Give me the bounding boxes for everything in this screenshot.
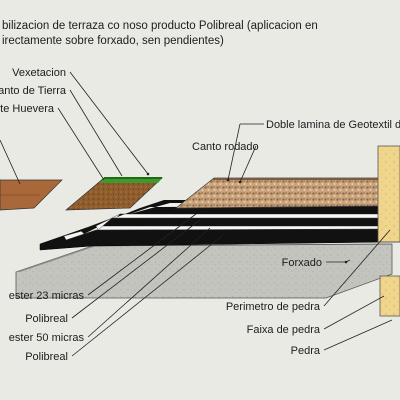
title-line-1: bilizacion de terraza co noso producto P… [2,20,318,32]
leader-poliester-50 [87,227,211,338]
label-doble-lamina: Doble lamina de Geotextil de [266,119,400,131]
leader-vexetacion [69,71,149,175]
label-forxado: Forxado [282,257,322,269]
gravel-layer [174,177,381,209]
label-polibreal-1: Polibreal [25,313,68,325]
leader-pedra [323,319,393,351]
label-perimetro-pedra: Perimetro de pedra [226,301,321,313]
leader-polibreal-1 [71,219,201,319]
label-canto-rodado: Canto rodado [192,141,259,153]
label-pedra: Pedra [291,345,321,357]
vegetation-edge [104,177,162,179]
stone-perimeter [377,145,400,243]
leader-manto-huevera [57,107,105,181]
gravel-top-edge [212,178,380,180]
label-faixa-pedra: Faixa de pedra [247,324,321,336]
leader-poliester-23 [87,213,197,296]
leader-canto-rodado [239,145,257,183]
stone-base [379,275,400,317]
leader-doble-lamina-2 [227,123,241,181]
leader-faixa-pedra [323,295,385,330]
label-polibreal-2: Polibreal [25,351,68,363]
leader-perimetro-pedra [323,229,391,307]
label-poliester-50: ester 50 micras [9,332,85,344]
leader-polibreal-2 [71,235,223,357]
leader-canto-de-tierra [69,89,123,177]
leader-dot-forxado [344,260,348,264]
title-line-2: irectamente sobre forxado, sen pendiente… [2,35,224,47]
leader-dot-doble-lamina [226,178,230,182]
forxado-top-edge [16,246,96,272]
label-vexetacion: Vexetacion [12,67,66,79]
leader-huevera-left [0,139,21,185]
membrane-polibreal-1 [80,218,384,234]
membrane-top-black [110,208,380,222]
leader-dot-vexetacion [146,172,150,176]
label-poliester-23: ester 23 micras [9,290,85,302]
vegetation-strip [100,178,162,183]
label-canto-de-tierra: anto de Tierra [0,85,67,97]
label-manto-huevera: nte Huevera [0,103,55,115]
leader-dot-canto-rodado [238,180,242,184]
